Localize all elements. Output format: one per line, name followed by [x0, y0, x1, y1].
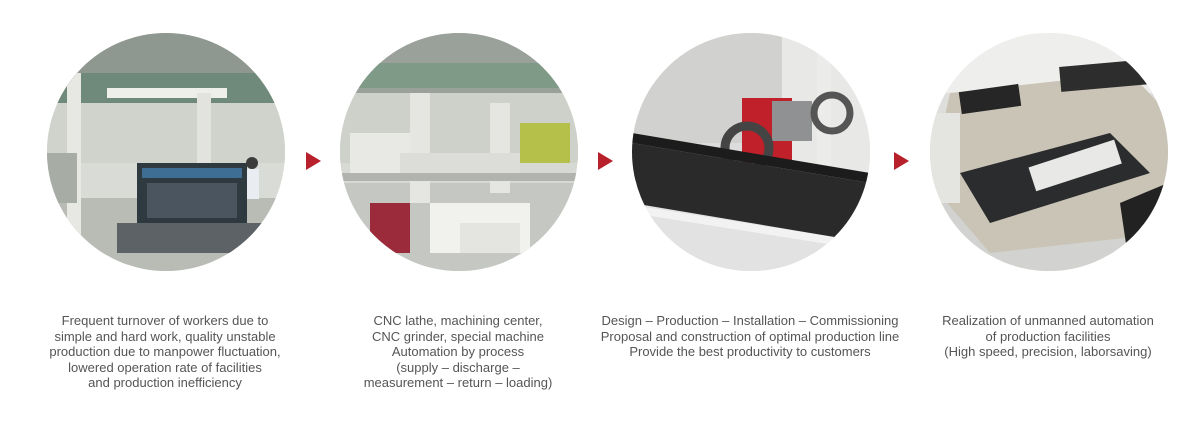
caption-line: lowered operation rate of facilities [68, 359, 262, 375]
caption-line: simple and hard work, quality unstable [54, 328, 276, 344]
caption-line: Frequent turnover of workers due to [61, 313, 269, 328]
caption-line: Design – Production – Installation – Com… [601, 313, 899, 328]
factory-floor-photo [47, 33, 285, 271]
caption-line: Proposal and construction of optimal pro… [600, 328, 900, 344]
step-1-caption: Frequent turnover of workers due to simp… [5, 313, 325, 391]
process-step-3: Design – Production – Installation – Com… [585, 0, 899, 427]
process-step-2: CNC lathe, machining center, CNC grinder… [293, 0, 593, 427]
caption-line: CNC lathe, machining center, [373, 313, 543, 328]
step-3-caption: Design – Production – Installation – Com… [590, 313, 910, 360]
caption-line: Automation by process [391, 344, 525, 359]
caption-line: of production facilities [985, 328, 1111, 344]
caption-line: CNC grinder, special machine [372, 328, 544, 344]
conveyor-photo [632, 33, 870, 271]
unmanned-machine-photo [930, 33, 1168, 271]
step-2-caption: CNC lathe, machining center, CNC grinder… [298, 313, 618, 391]
caption-line: (supply – discharge – [396, 359, 520, 375]
cnc-line-photo [340, 33, 578, 271]
step-4-caption: Realization of unmanned automation of pr… [888, 313, 1200, 360]
conveyor-image [632, 33, 870, 271]
factory-floor-image [47, 33, 285, 271]
arrow-right-icon [306, 152, 321, 170]
arrow-right-icon [598, 152, 613, 170]
arrow-right-icon [894, 152, 909, 170]
caption-line: Provide the best productivity to custome… [629, 344, 871, 359]
caption-line: Realization of unmanned automation [942, 313, 1154, 328]
cnc-line-image [340, 33, 578, 271]
caption-line: and production inefficiency [88, 375, 242, 390]
caption-line: production due to manpower fluctuation, [49, 344, 281, 359]
unmanned-machine-image [930, 33, 1168, 271]
process-step-4: Realization of unmanned automation of pr… [883, 0, 1183, 427]
caption-line: (High speed, precision, laborsaving) [944, 344, 1152, 359]
process-step-1: Frequent turnover of workers due to simp… [0, 0, 300, 427]
caption-line: measurement – return – loading) [363, 375, 553, 390]
